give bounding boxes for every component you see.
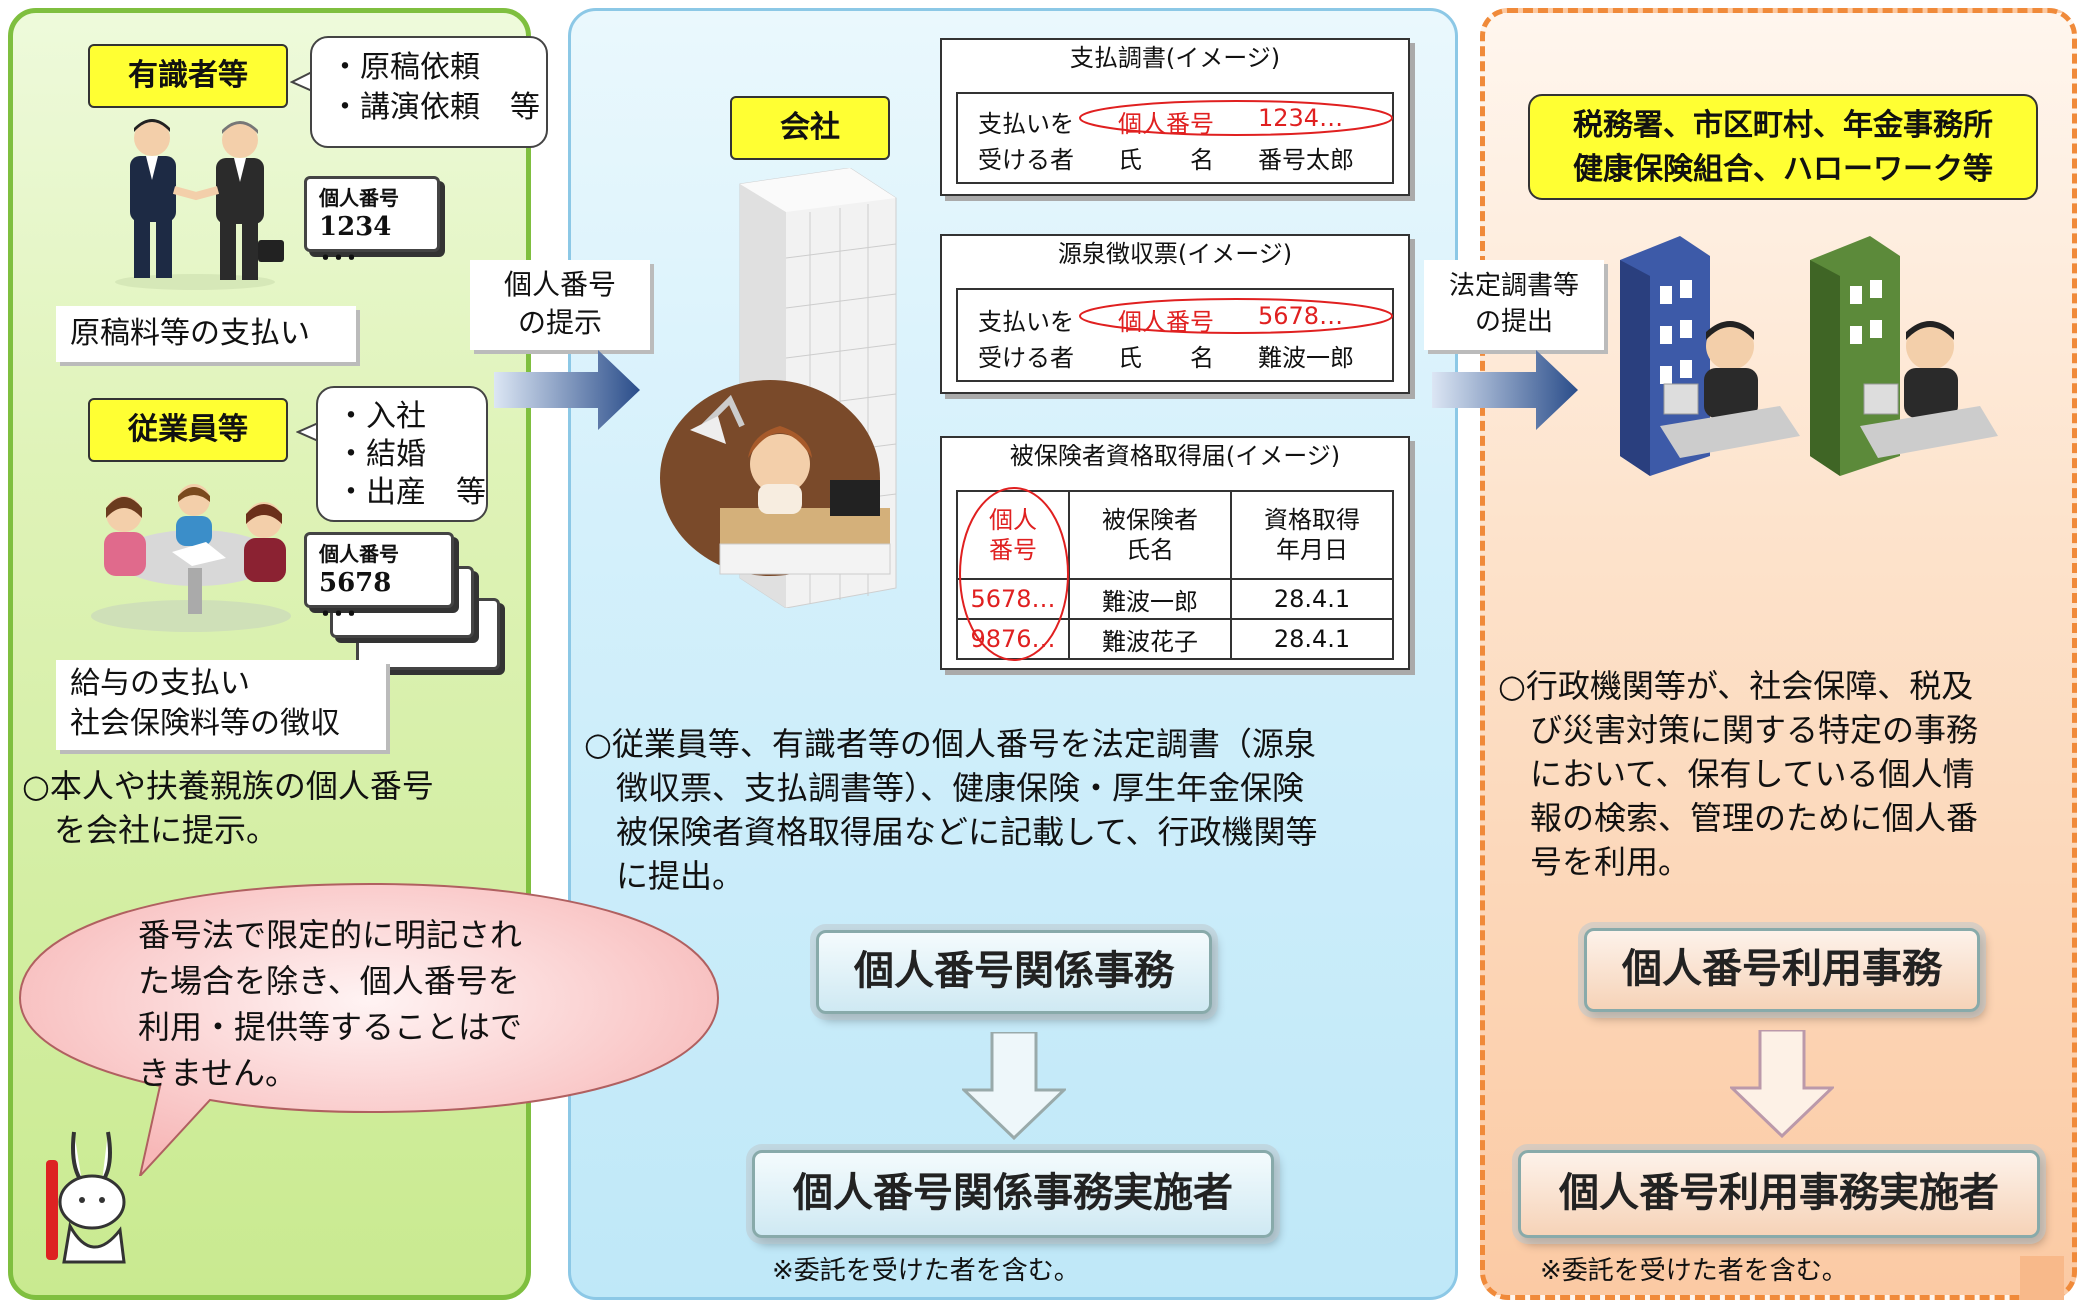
doc1-highlight-ellipse <box>1079 100 1393 136</box>
down-arrow-right-icon <box>1730 1030 1834 1138</box>
arrow2-label: 法定調書等 の提出 <box>1424 260 1604 350</box>
employee-bubble: ・入社 ・結婚 ・出産 等 <box>316 386 488 522</box>
doc3-header-row: 個人 番号 被保険者 氏名 資格取得 年月日 <box>956 490 1394 580</box>
employee-label: 従業員等 <box>88 398 288 462</box>
doc-payment-statement: 支払調書(イメージ) 支払いを 個人番号 1234… 受ける者 氏 名 番号太郎 <box>940 38 1410 196</box>
employee-id-card-title: 個人番号 <box>319 542 399 566</box>
doc2-highlight-ellipse <box>1079 298 1393 334</box>
right-footnote: ※委託を受けた者を含む。 <box>1540 1256 1848 1286</box>
use-affairs-implementer-box: 個人番号利用事務実施者 <box>1518 1150 2040 1238</box>
doc3-r2-date: 28.4.1 <box>1230 618 1394 660</box>
speech-text: 番号法で限定的に明記され た場合を除き、個人番号を 利用・提供等することはで き… <box>138 916 523 1092</box>
doc2-row1-c: 5678… <box>1258 302 1344 330</box>
table-row: 5678… 難波一郎 28.4.1 <box>956 578 1394 620</box>
doc3-r2-name: 難波花子 <box>1068 618 1232 660</box>
speech-balloon <box>18 882 720 1176</box>
doc2-body: 支払いを 個人番号 5678… 受ける者 氏 名 難波一郎 <box>956 288 1394 382</box>
doc2-row2-b: 氏 名 <box>1118 344 1214 372</box>
left-note: ○本人や扶養親族の個人番号 を会社に提示。 <box>22 767 434 849</box>
doc2-title: 源泉徴収票(イメージ) <box>1057 240 1293 268</box>
doc3-highlight-ellipse <box>959 487 1069 661</box>
down-arrow-mid-icon <box>962 1032 1066 1140</box>
use-affairs-box: 個人番号利用事務 <box>1584 928 1980 1012</box>
doc3-table: 個人 番号 被保険者 氏名 資格取得 年月日 5678… 難波一郎 28.4.1… <box>956 490 1394 660</box>
handshake-illustration <box>115 119 284 290</box>
company-label: 会社 <box>730 96 890 160</box>
government-offices-illustration <box>1620 236 1998 476</box>
doc1-row1-c: 1234… <box>1258 104 1344 132</box>
doc3-header-name: 被保険者 氏名 <box>1068 490 1232 580</box>
expert-id-card-title: 個人番号 <box>319 186 399 210</box>
expert-id-card: 個人番号 1234 ･･･ <box>304 176 440 274</box>
doc3-r1-id: 5678… <box>956 578 1070 620</box>
doc2-row1-a: 支払いを <box>978 308 1074 336</box>
corner-decoration <box>2020 1256 2064 1300</box>
doc1-row2-b: 氏 名 <box>1118 146 1214 174</box>
office-building-illustration <box>660 168 897 608</box>
related-affairs-implementer-box: 個人番号関係事務実施者 <box>752 1150 1274 1238</box>
doc3-header-id: 個人 番号 <box>956 490 1070 580</box>
meeting-illustration <box>91 484 291 632</box>
middle-note: ○従業員等、有識者等の個人番号を法定調書（源泉 徴収票、支払調書等）、健康保険・… <box>584 725 1318 895</box>
arrow-right-2-icon <box>1432 350 1578 430</box>
expert-id-card-number: 1234 ･･･ <box>319 212 392 274</box>
right-panel <box>1480 8 2077 1300</box>
doc-withholding-slip: 源泉徴収票(イメージ) 支払いを 個人番号 5678… 受ける者 氏 名 難波一… <box>940 234 1410 394</box>
doc3-header-date: 資格取得 年月日 <box>1230 490 1394 580</box>
right-note: ○行政機関等が、社会保障、税及 び災害対策に関する特定の事務 において、保有して… <box>1498 667 1979 881</box>
employee-id-card-number: 5678 ･･･ <box>319 568 392 630</box>
employee-payment-label: 給与の支払い 社会保険料等の徴収 <box>56 660 386 750</box>
expert-label: 有識者等 <box>88 44 288 108</box>
doc1-row2-a: 受ける者 <box>978 146 1074 174</box>
expert-bubble: ・原稿依頼 ・講演依頼 等 <box>310 36 548 148</box>
doc2-row2-c: 難波一郎 <box>1258 344 1354 372</box>
expert-payment-label: 原稿料等の支払い <box>56 306 356 362</box>
doc2-row2-a: 受ける者 <box>978 344 1074 372</box>
doc3-r1-name: 難波一郎 <box>1068 578 1232 620</box>
doc1-body: 支払いを 個人番号 1234… 受ける者 氏 名 番号太郎 <box>956 92 1394 184</box>
doc3-r1-date: 28.4.1 <box>1230 578 1394 620</box>
green-building <box>1810 236 1900 476</box>
arrow1-label: 個人番号 の提示 <box>470 260 650 350</box>
doc1-row2-c: 番号太郎 <box>1258 146 1354 174</box>
blue-building <box>1620 236 1710 476</box>
doc1-title: 支払調書(イメージ) <box>1069 44 1281 72</box>
doc3-title: 被保険者資格取得届(イメージ) <box>1009 442 1341 470</box>
agencies-label: 税務署、市区町村、年金事務所 健康保険組合、ハローワーク等 <box>1528 94 2038 200</box>
employee-id-card: 個人番号 5678 ･･･ <box>304 532 454 630</box>
doc1-row1-a: 支払いを <box>978 110 1074 138</box>
related-affairs-box: 個人番号関係事務 <box>816 930 1212 1014</box>
arrow-right-1-icon <box>494 350 640 430</box>
worker1 <box>1660 321 1800 458</box>
middle-footnote: ※委託を受けた者を含む。 <box>772 1256 1080 1286</box>
worker2 <box>1860 321 1998 458</box>
mascot-rabbit-icon <box>46 1131 126 1264</box>
doc-insured-acquisition: 被保険者資格取得届(イメージ) 個人 番号 被保険者 氏名 資格取得 年月日 5… <box>940 436 1410 670</box>
